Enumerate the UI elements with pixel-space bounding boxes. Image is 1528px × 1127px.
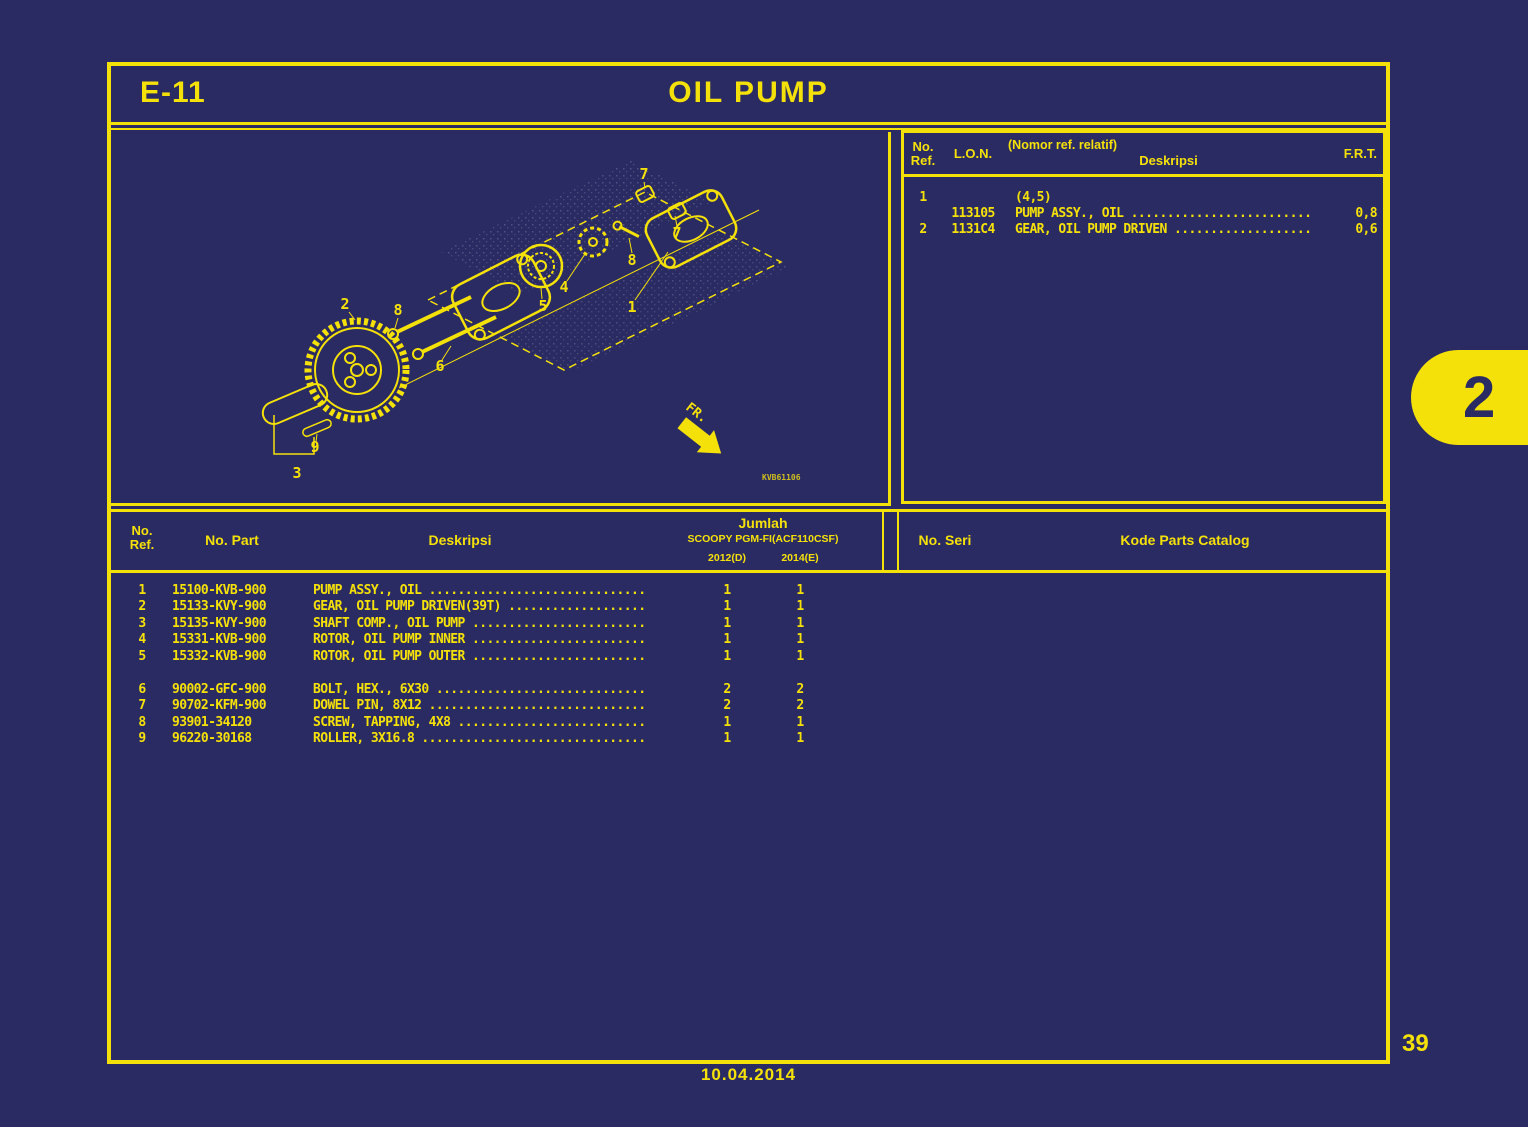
page-number: 39 [1402, 1030, 1429, 1057]
screw-head [387, 328, 399, 340]
parts-col-year-2012: 2012(D) [708, 552, 746, 564]
parts-table-row: 8 93901-34120 SCREW, TAPPING, 4X8 ......… [138, 714, 804, 730]
chapter-tab-2[interactable]: 2 [1411, 350, 1528, 445]
part-callout: 8 [627, 251, 636, 269]
part-callout: 8 [393, 301, 402, 319]
parts-col-year-2014: 2014(E) [781, 552, 819, 564]
part-callout: 5 [538, 297, 547, 315]
shaft-comp-drawing [261, 383, 329, 425]
parts-table-row: 7 90702-KFM-900 DOWEL PIN, 8X12 ........… [138, 698, 804, 714]
header-divider [111, 128, 1386, 130]
dowel-pin-drawing [667, 202, 687, 220]
oil-pump-diagram-panel: 7 7 8 4 5 1 2 8 6 9 3 FR. KVB61106 [111, 132, 891, 506]
part-callout: 4 [559, 278, 568, 296]
part-callout: 7 [672, 224, 681, 242]
parts-col-model: SCOOPY PGM-FI(ACF110CSF) [687, 533, 839, 545]
parts-col-no-seri: No. Seri [918, 532, 972, 548]
parts-table-row: 3 15135-KVY-900 SHAFT COMP., OIL PUMP ..… [138, 615, 804, 631]
ref-col-deskripsi: (Nomor ref. relatif) Deskripsi [1004, 137, 1329, 168]
parts-table-body: 1 15100-KVB-900 PUMP ASSY., OIL ........… [111, 583, 1386, 748]
chapter-tab-label: 2 [1463, 365, 1496, 430]
assembly-axis-line [398, 209, 760, 389]
page-header: E-11 OIL PUMP [111, 66, 1386, 125]
column-divider [882, 512, 884, 570]
ref-table-rows: 1 (4,5) 113105 PUMP ASSY., OIL .........… [904, 190, 1383, 238]
parts-col-no-ref: No. Ref. [129, 523, 155, 552]
screw-tapping-drawing [396, 295, 472, 334]
callout-bracket [273, 415, 315, 455]
parts-table-header: No. Ref. No. Part Deskripsi Jumlah SCOOP… [111, 509, 1386, 573]
parts-col-no-part: No. Part [205, 532, 259, 548]
parts-col-deskripsi: Deskripsi [428, 532, 492, 548]
parts-table-row: 6 90002-GFC-900 BOLT, HEX., 6X30 .......… [138, 681, 804, 697]
speckle-texture [501, 232, 791, 372]
roller-drawing [302, 418, 332, 438]
oil-pump-driven-gear-drawing [304, 317, 410, 423]
section-code: E-11 [140, 76, 206, 109]
oil-pump-exploded-diagram: 7 7 8 4 5 1 2 8 6 9 3 FR. KVB61106 [261, 160, 801, 482]
rotor-inner-drawing [577, 226, 609, 258]
parts-table-row: 9 96220-30168 ROLLER, 3X16.8 ...........… [138, 731, 804, 747]
drawing-code: KVB61106 [762, 473, 801, 482]
fr-direction-arrow: FR. [677, 400, 722, 454]
ref-table-row: 113105 PUMP ASSY., OIL .................… [951, 206, 1377, 221]
ref-col-lon: L.O.N. [953, 146, 993, 161]
ref-table-row: 1 (4,5) [919, 190, 1052, 205]
parts-table-row: 5 15332-KVB-900 ROTOR, OIL PUMP OUTER ..… [138, 648, 804, 664]
part-callout: 3 [292, 464, 301, 482]
gasket-outline [426, 191, 783, 371]
ref-col-no-ref: No. Ref. [910, 138, 936, 168]
ref-col-frt: F.R.T. [1343, 146, 1377, 161]
pump-body-drawing [450, 253, 552, 341]
dowel-pin-drawing [635, 185, 655, 203]
page-frame: E-11 OIL PUMP [107, 62, 1390, 1064]
part-callout: 6 [435, 357, 444, 375]
part-callout: 1 [627, 298, 636, 316]
bolt-hex-drawing [421, 315, 497, 354]
part-callout: 2 [340, 295, 349, 313]
ref-table-header: No. Ref. L.O.N. (Nomor ref. relatif) Des… [904, 133, 1383, 177]
screw-drawing [612, 220, 640, 238]
part-callout: 7 [639, 165, 648, 183]
rotor-outer-drawing [518, 243, 564, 289]
parts-table-row: 2 15133-KVY-900 GEAR, OIL PUMP DRIVEN(39… [138, 599, 804, 615]
bolt-head [412, 348, 424, 360]
parts-col-jumlah: Jumlah [738, 515, 788, 531]
ref-table-row: 2 1131C4 GEAR, OIL PUMP DRIVEN .........… [919, 222, 1377, 237]
callout-leader-lines [315, 181, 678, 443]
ref-table-panel: No. Ref. L.O.N. (Nomor ref. relatif) Des… [901, 130, 1386, 504]
page-title: OIL PUMP [668, 76, 829, 109]
column-divider [897, 512, 899, 570]
pump-cover-drawing [644, 189, 738, 269]
part-callout: 9 [310, 438, 319, 456]
parts-col-kode: Kode Parts Catalog [1120, 532, 1250, 548]
row-gap [111, 665, 1386, 682]
parts-table-row: 4 15331-KVB-900 ROTOR, OIL PUMP INNER ..… [138, 632, 804, 648]
parts-table-row: 1 15100-KVB-900 PUMP ASSY., OIL ........… [138, 583, 804, 598]
page-date: 10.04.2014 [700, 1065, 797, 1084]
ref-col-relatif: (Nomor ref. relatif) [1008, 137, 1118, 152]
